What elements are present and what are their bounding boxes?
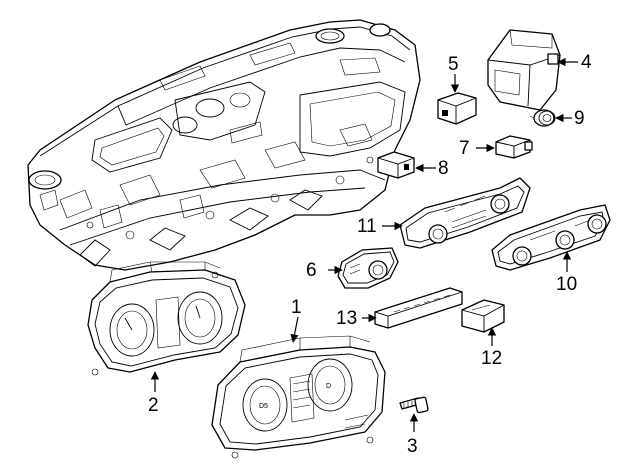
- climate-control-panel-11: [399, 177, 531, 249]
- cluster-right-readout: D: [326, 383, 331, 390]
- callout-12: 12: [481, 348, 502, 369]
- callout-5: 5: [448, 54, 459, 75]
- leader-lines: [150, 57, 578, 432]
- round-switch-9: [529, 109, 556, 127]
- module-box: [487, 29, 561, 111]
- callout-2: 2: [148, 395, 159, 416]
- callout-7: 7: [459, 138, 470, 159]
- switch-5: [437, 92, 477, 125]
- callout-8: 8: [438, 158, 449, 179]
- callout-6: 6: [306, 260, 317, 281]
- callout-10: 10: [556, 274, 577, 295]
- callout-9: 9: [574, 108, 585, 129]
- callout-4: 4: [581, 52, 592, 73]
- connector-7: [495, 135, 533, 159]
- cluster-gear-readout: D5: [259, 403, 268, 410]
- screw: [399, 396, 429, 414]
- module-12: [461, 299, 505, 333]
- switch-strip-13: [374, 287, 463, 329]
- instrument-panel-frame: [27, 19, 421, 271]
- callout-13: 13: [336, 308, 357, 329]
- block-8: [377, 151, 415, 179]
- callout-11: 11: [357, 216, 377, 237]
- callout-labels: 1 2 3 4 5 6 7 8 9 10 11 12 13: [148, 52, 592, 457]
- callout-1: 1: [291, 297, 302, 318]
- instrument-cluster-housing: [87, 261, 246, 376]
- climate-control-panel-10: [491, 204, 611, 271]
- callout-3: 3: [407, 436, 418, 457]
- headlight-switch-6: [337, 247, 399, 289]
- digital-instrument-cluster: D5 D: [211, 335, 386, 459]
